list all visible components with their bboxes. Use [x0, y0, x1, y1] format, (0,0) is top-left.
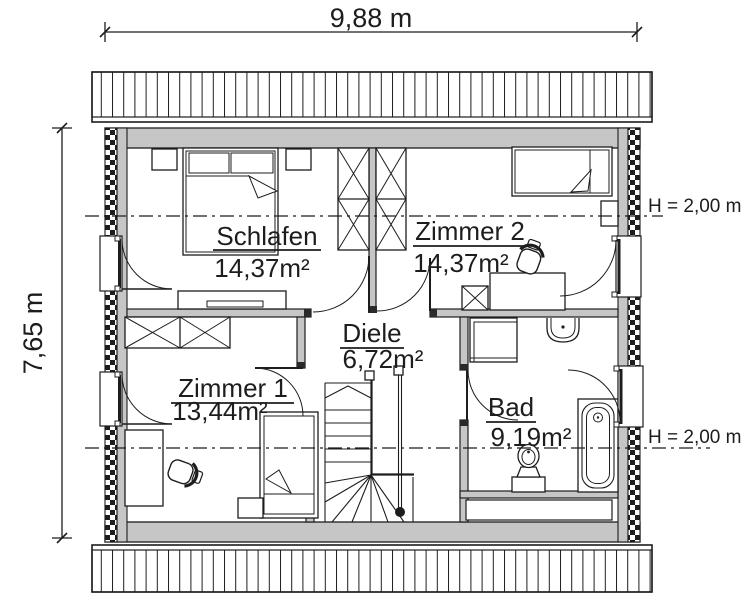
- height-marker-lines: [85, 215, 710, 449]
- toilet: [511, 443, 546, 493]
- railing-post: [393, 365, 404, 376]
- washbasin: [546, 318, 580, 343]
- schlafen-furniture: [151, 147, 312, 310]
- window-bad: [567, 365, 644, 428]
- zimmer1-furniture: [124, 316, 319, 519]
- railing-post: [364, 370, 375, 381]
- wall-diele-bad-upper: [459, 316, 469, 371]
- roof-overhang-top: [91, 71, 653, 123]
- bad-knee-storage: [465, 499, 613, 521]
- room-area-zimmer1: 13,44m²: [172, 396, 268, 426]
- room-label-zimmer2: Zimmer 2: [415, 216, 525, 246]
- room-area-schlafen: 14,37m²: [214, 253, 310, 283]
- height-marker-lower-label: H = 2,00 m: [648, 427, 741, 448]
- room-area-zimmer2: 14,37m²: [413, 248, 509, 278]
- door-bad: [466, 369, 519, 421]
- height-dimension-label: 7,65 m: [18, 292, 48, 375]
- side-table: [237, 497, 264, 519]
- window-zimmer2: [559, 235, 642, 298]
- stair-direction-arrow: [324, 385, 372, 399]
- wall-schlafen-zimmer1: [126, 308, 312, 318]
- office-chair: [516, 238, 545, 275]
- single-bed: [511, 146, 613, 197]
- staircase: [324, 365, 414, 523]
- windows: [99, 235, 644, 428]
- door-zimmer1: [254, 367, 304, 417]
- window-schlafen: [99, 235, 173, 292]
- room-label-diele: Diele: [342, 318, 401, 348]
- dimension-width: [99, 22, 643, 42]
- door-schlafen: [312, 255, 370, 313]
- room-label-bad: Bad: [488, 392, 534, 422]
- width-dimension-label: 9,88 m: [330, 3, 413, 33]
- nightstand: [285, 148, 312, 171]
- window-zimmer1: [99, 371, 173, 427]
- radiator: [600, 200, 619, 227]
- knee-cabinets: [124, 316, 231, 349]
- x-cabinet: [461, 285, 489, 311]
- room-label-schlafen: Schlafen: [216, 221, 317, 251]
- room-area-diele: 6,72m²: [343, 344, 424, 374]
- door-zimmer2: [376, 257, 431, 312]
- newel-post: [395, 507, 405, 517]
- labels: 9,88 m 7,65 m H = 2,00 m H = 2,00 m Schl…: [18, 3, 741, 452]
- insulation-left: [104, 127, 118, 543]
- wall-zimmer1-diele-upper: [296, 316, 306, 369]
- bad-furniture: [469, 317, 619, 493]
- wardrobe-left: [337, 147, 370, 251]
- single-bed: [259, 411, 319, 519]
- dimension-height: [52, 122, 72, 544]
- insulation-right: [627, 127, 641, 543]
- bath-cabinet: [469, 317, 518, 363]
- doors: [254, 255, 519, 421]
- wall-center-stub: [368, 147, 377, 313]
- sideboard: [177, 290, 287, 310]
- desk: [489, 272, 566, 311]
- exterior-walls: [104, 127, 641, 543]
- nightstand: [151, 148, 178, 171]
- room-area-bad: 9,19m²: [491, 422, 572, 452]
- height-marker-upper-label: H = 2,00 m: [648, 196, 741, 217]
- desk: [124, 429, 164, 507]
- wardrobe-right: [375, 147, 407, 251]
- office-chair: [167, 459, 204, 488]
- zimmer2-furniture: [461, 146, 619, 311]
- double-bed: [182, 147, 279, 256]
- roof-overhang-bottom: [91, 544, 653, 593]
- bathtub: [577, 398, 619, 493]
- room-label-zimmer1: Zimmer 1: [178, 373, 288, 403]
